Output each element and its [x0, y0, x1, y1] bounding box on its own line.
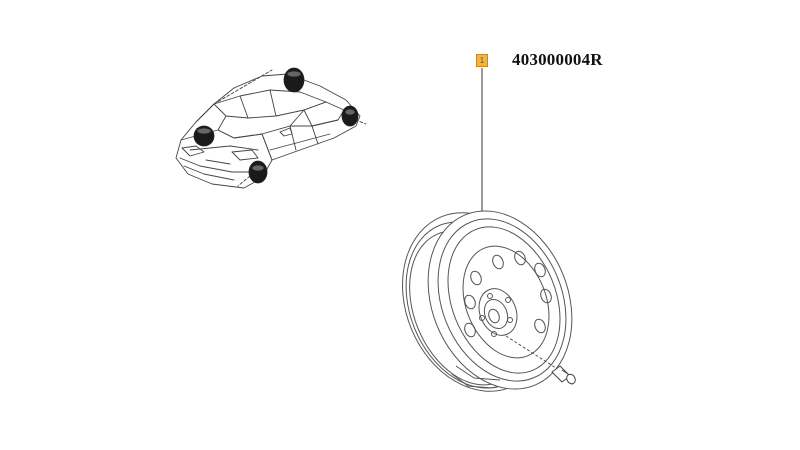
car-locator-illustration [175, 69, 367, 189]
callout-tag[interactable]: 1 [476, 54, 488, 67]
part-number-label[interactable]: 403000004R [512, 50, 603, 69]
steel-wheel-illustration [402, 210, 573, 392]
wheel-bolt-illustration [551, 365, 576, 385]
car-wheel-markers [193, 67, 359, 184]
